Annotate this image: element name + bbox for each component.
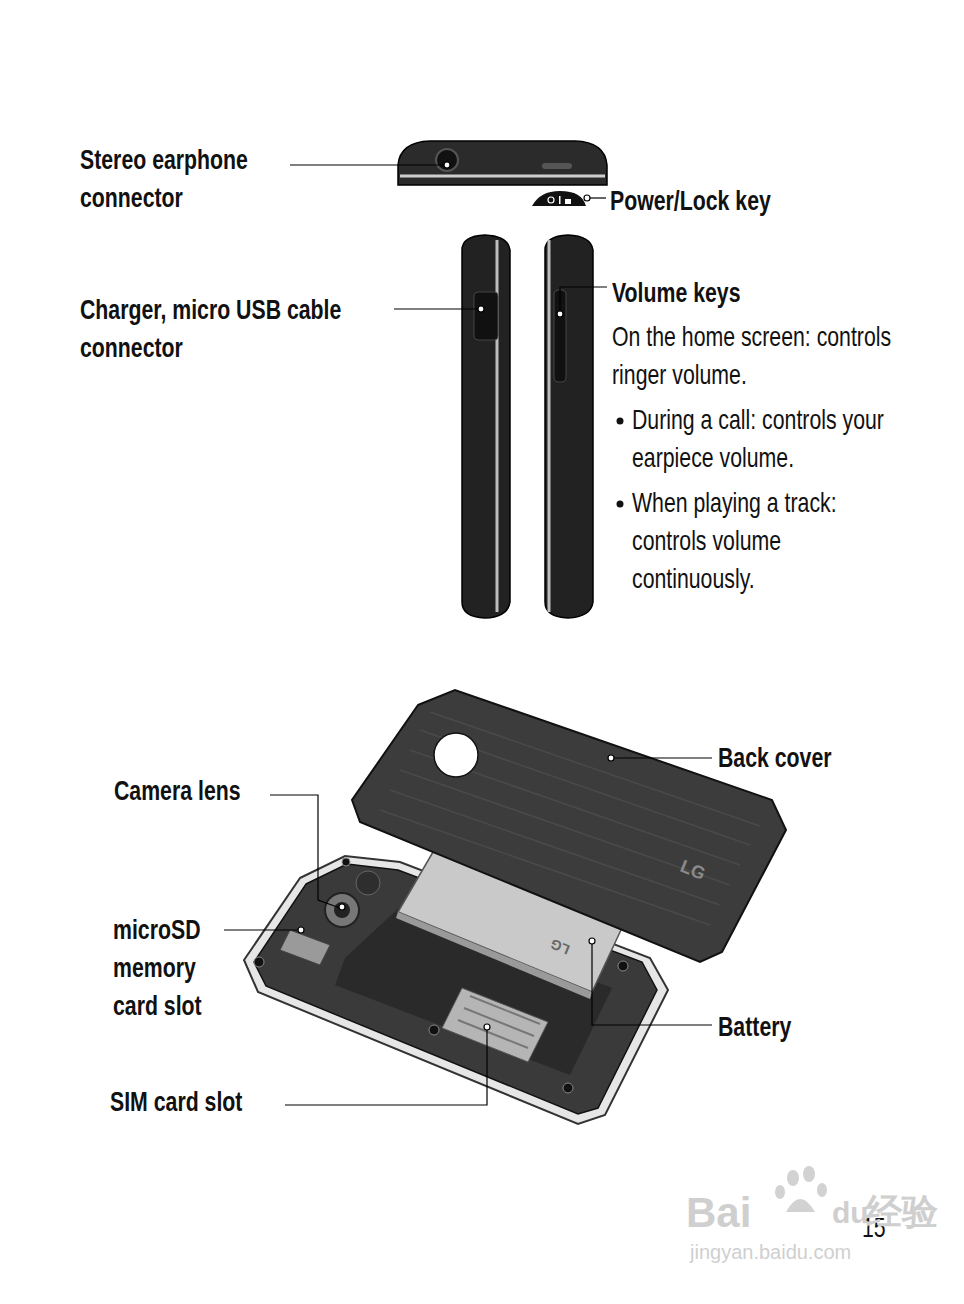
part-label: Battery [718, 1008, 918, 1046]
part-label: Stereo earphone connector [80, 141, 285, 217]
part-label: microSD memory card slot [113, 911, 245, 1025]
watermark: 经验 [866, 1192, 956, 1232]
part-label: Power/Lock key [610, 182, 850, 220]
description-text: On the home screen: controls ringer volu… [612, 318, 897, 394]
part-label: Camera lens [114, 772, 314, 810]
part-label: Charger, micro USB cable connector [80, 291, 398, 367]
watermark: Bai [686, 1190, 786, 1236]
description-text: During a call: controls your earpiece vo… [632, 401, 912, 477]
watermark: jingyan.baidu.com [690, 1240, 930, 1264]
part-label: Volume keys [612, 274, 852, 312]
description-text: When playing a track: controls volume co… [632, 484, 894, 598]
part-label: Back cover [718, 739, 948, 777]
part-label: SIM card slot [110, 1083, 310, 1121]
